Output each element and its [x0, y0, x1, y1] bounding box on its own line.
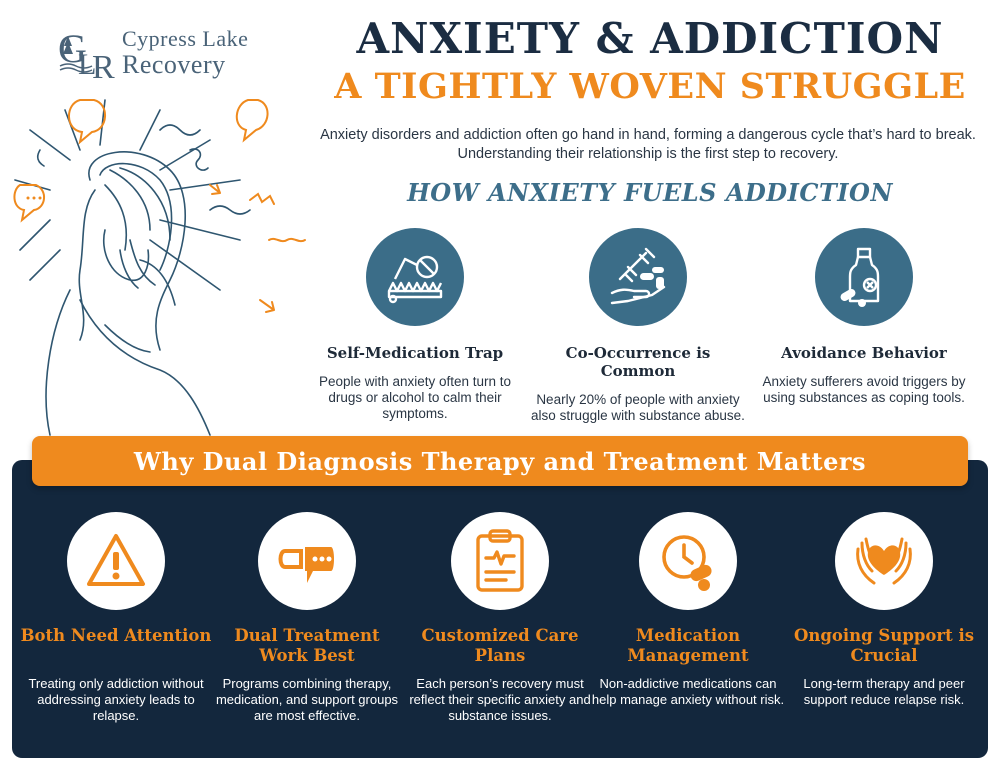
fuel-card-self-medication: Self-Medication Trap People with anxiety… [305, 228, 525, 422]
logo-line-2: Recovery [122, 50, 226, 79]
svg-text:R: R [92, 49, 115, 80]
why-card-medication-management: Medication Management Non-addictive medi… [590, 512, 786, 708]
why-card-customized-care: Customized Care Plans Each person’s reco… [402, 512, 598, 724]
why-card-text: Treating only addiction without addressi… [28, 676, 204, 723]
logo-text: Cypress Lake Recovery [122, 28, 248, 78]
fuel-card-text: Anxiety sufferers avoid triggers by usin… [762, 374, 966, 405]
fuel-card-text: People with anxiety often turn to drugs … [318, 374, 512, 421]
fuel-icon-circle [366, 228, 464, 326]
why-card-dual-treatment: Dual Treatment Work Best Programs combin… [209, 512, 405, 724]
why-icon-circle [67, 512, 165, 610]
warning-icon [87, 534, 145, 586]
intro-text: Anxiety disorders and addiction often go… [320, 127, 976, 162]
clipboard-icon [476, 529, 524, 592]
svg-text:G: G [58, 26, 87, 71]
why-card-text: Long-term therapy and peer support reduc… [803, 676, 965, 707]
why-card-both-need-attention: Both Need Attention Treating only addict… [18, 512, 214, 724]
why-card-text: Each person’s recovery must reflect thei… [409, 676, 591, 723]
fuel-card-title: Avoidance Behavior [781, 344, 947, 362]
page-title: ANXIETY & ADDICTION [356, 14, 944, 63]
fuel-card-title: Co-Occurrence is Common [565, 344, 711, 380]
brand-logo: G L R Cypress Lake Recovery [56, 22, 271, 82]
bottle-pills-icon [840, 247, 880, 307]
why-card-title: Both Need Attention [20, 626, 212, 645]
why-card-title: Customized Care Plans [421, 626, 579, 665]
page-subtitle: A TIGHTLY WOVEN STRUGGLE [334, 66, 966, 107]
fuel-card-co-occurrence: Co-Occurrence is Common Nearly 20% of pe… [528, 228, 748, 424]
why-card-title: Ongoing Support is Crucial [793, 626, 975, 665]
dual-diagnosis-banner: Why Dual Diagnosis Therapy and Treatment… [32, 436, 968, 486]
fuel-icon-circle [589, 228, 687, 326]
pill-chat-icon [278, 547, 334, 583]
why-card-text: Non-addictive medications can help manag… [591, 676, 785, 707]
why-icon-circle [835, 512, 933, 610]
why-card-text: Programs combining therapy, medication, … [215, 676, 399, 723]
hands-heart-icon [856, 537, 912, 585]
logo-monogram-icon: G L R [58, 26, 115, 80]
why-card-ongoing-support: Ongoing Support is Crucial Long-term the… [786, 512, 982, 708]
fuel-card-text: Nearly 20% of people with anxiety also s… [531, 392, 745, 423]
bear-trap-pill-icon [387, 255, 443, 304]
why-icon-circle [451, 512, 549, 610]
why-card-title: Medication Management [627, 626, 749, 665]
why-icon-circle [639, 512, 737, 610]
clock-pills-icon [662, 535, 712, 591]
fuel-card-avoidance: Avoidance Behavior Anxiety sufferers avo… [754, 228, 974, 406]
logo-line-1: Cypress Lake [122, 26, 249, 51]
why-card-title: Dual Treatment Work Best [234, 626, 380, 665]
fuel-card-title: Self-Medication Trap [326, 344, 504, 362]
anxious-woman-illustration [13, 99, 306, 436]
fuel-section-heading: HOW ANXIETY FUELS ADDICTION [407, 178, 893, 207]
fuel-icon-circle [815, 228, 913, 326]
hand-syringe-pills-icon [610, 247, 666, 305]
why-icon-circle [258, 512, 356, 610]
